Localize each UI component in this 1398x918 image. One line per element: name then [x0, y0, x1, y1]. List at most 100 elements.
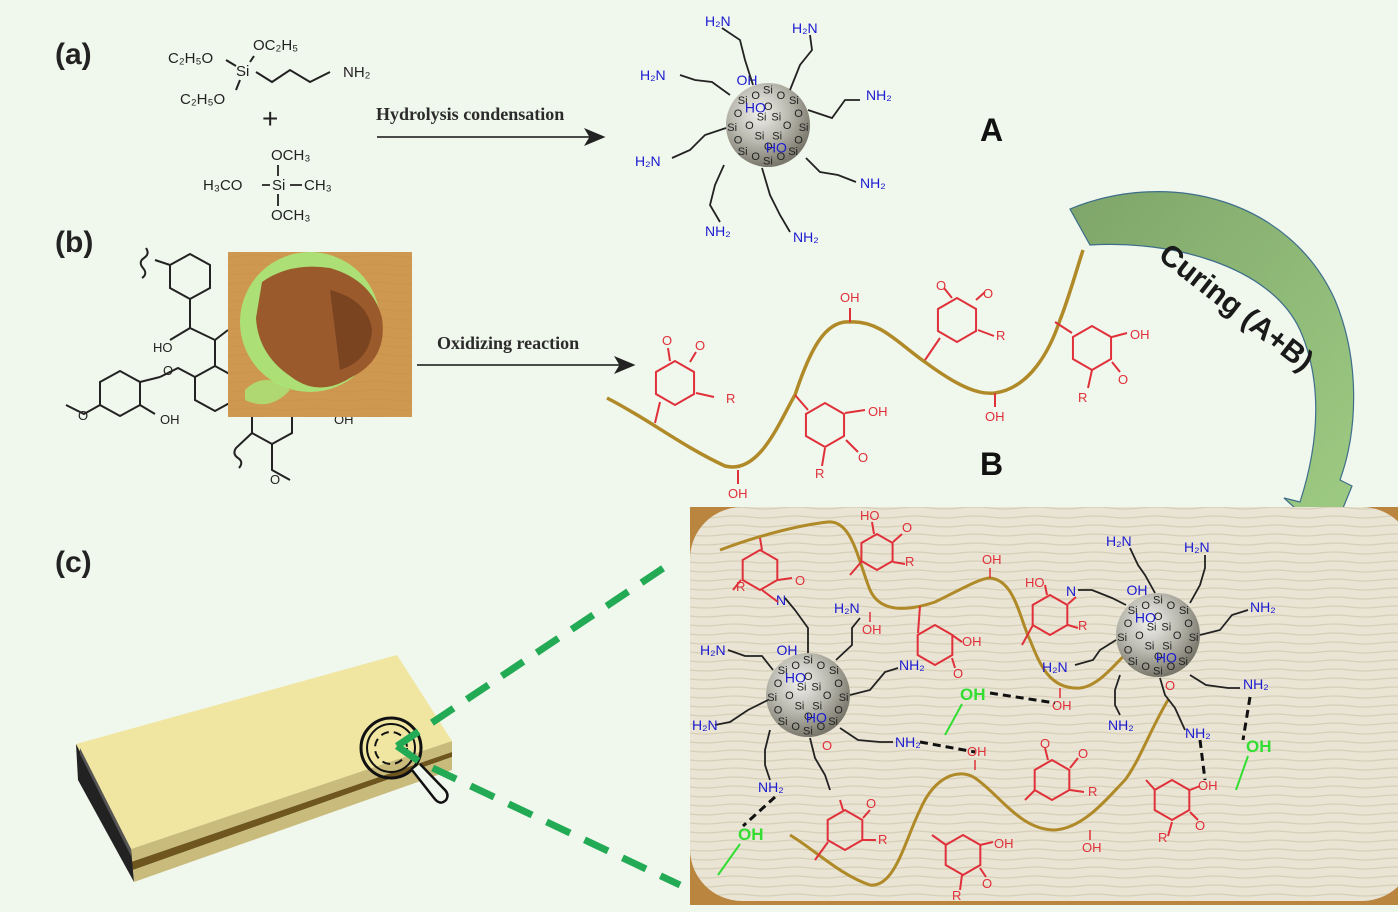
amine-group: NH₂ — [1185, 725, 1211, 741]
plus-sign: + — [262, 103, 278, 134]
amine-group: NH₂ — [705, 223, 731, 239]
quinone-bond — [1069, 757, 1079, 769]
propyl-arm — [809, 737, 831, 791]
o-atom: O — [804, 671, 813, 683]
quinone-bond — [667, 347, 671, 362]
o-atom: O — [777, 151, 786, 163]
quinone-ring — [860, 532, 894, 572]
plywood-laminate — [76, 655, 452, 882]
propyl-arm — [1159, 677, 1186, 731]
o-atom: O — [774, 705, 783, 717]
quinone-atom: R — [996, 328, 1005, 343]
amine-group: H₂N — [700, 642, 726, 658]
network-backbone-bottom — [789, 699, 1170, 887]
quinone-atom: R — [1158, 830, 1167, 845]
quinone-ring — [654, 359, 696, 407]
quinone-atom: O — [1195, 818, 1205, 833]
quinone-bond — [979, 867, 987, 878]
backbone-oh: OH — [840, 290, 860, 305]
aptes-molecule: C₂H₅O OC₂H₅ Si C₂H₅O NH₂ — [168, 37, 371, 108]
aptes-amine: NH₂ — [343, 64, 371, 81]
si-atom: Si — [778, 716, 788, 728]
hydrogen-bond — [1241, 696, 1252, 741]
si-atom: Si — [772, 131, 782, 143]
quinone-bond — [862, 809, 871, 819]
propyl-arm — [761, 167, 791, 233]
quinone-bond — [1145, 779, 1156, 791]
quinone-atom: O — [1118, 372, 1128, 387]
quinone-bond — [689, 351, 697, 363]
amine-group: NH₂ — [793, 229, 819, 245]
quinone-atom: R — [726, 391, 735, 406]
poss-ho: HO — [766, 139, 787, 155]
lignin-ether-o: O — [163, 363, 173, 378]
o-atom: O — [751, 151, 760, 163]
quinone-bond — [931, 834, 947, 846]
quinone-atom: HO — [860, 508, 880, 523]
quinone-atom: R — [736, 579, 745, 594]
si-atom: Si — [828, 716, 838, 728]
poss-sphere — [766, 653, 850, 737]
backbone-oh: OH — [985, 409, 1005, 424]
lignin-oh-1: HO — [153, 340, 173, 355]
quinone-bond — [759, 537, 763, 551]
quinone-atom: O — [982, 876, 992, 891]
si-atom: Si — [803, 654, 813, 666]
o-atom: O — [817, 660, 826, 672]
si-atom: Si — [767, 692, 777, 704]
quinone-bond — [1044, 747, 1049, 761]
substrate-hydroxyl: OH — [1246, 737, 1272, 756]
quinone-ring — [936, 296, 978, 344]
si-atom: Si — [1147, 622, 1157, 634]
si-atom: Si — [1189, 632, 1199, 644]
panel-label-c: (c) — [55, 546, 92, 579]
amine-group: H₂N — [1042, 659, 1068, 675]
product-label-B: B — [980, 446, 1004, 482]
poss-oh: OH — [777, 642, 798, 658]
si-atom: Si — [763, 156, 773, 168]
o-atom: O — [1141, 661, 1150, 673]
quinone-atom: R — [1078, 390, 1087, 405]
quinone-bond — [917, 605, 921, 634]
quinone-bond — [845, 439, 859, 453]
o-atom: O — [1154, 611, 1163, 623]
o-atom: O — [734, 135, 743, 147]
si-atom: Si — [778, 665, 788, 677]
amine-group: NH₂ — [860, 175, 886, 191]
propyl-arm — [849, 667, 899, 696]
si-atom: Si — [1162, 641, 1172, 653]
hydrogen-bond — [1198, 739, 1207, 781]
amine-group: N — [1066, 583, 1076, 599]
o-atom: O — [734, 108, 743, 120]
mtms-molecule: OCH₃ H₃CO Si CH₃ OCH₃ — [203, 147, 332, 224]
quinone-bond — [892, 561, 906, 565]
propyl-arm — [839, 727, 893, 743]
poss-sphere — [726, 83, 810, 167]
poss-oh: OH — [737, 72, 758, 88]
quinone-bond — [821, 447, 826, 467]
amine-group: H₂N — [1184, 539, 1210, 555]
network-backbone-oh: OH — [862, 622, 882, 637]
lignin-oh-4: OH — [160, 412, 180, 427]
quinone-bond — [979, 841, 994, 846]
amine-group: N — [776, 592, 786, 608]
si-atom: Si — [789, 95, 799, 107]
quinone-bond — [1067, 624, 1079, 629]
quinone-ring — [804, 401, 846, 449]
si-atom: Si — [795, 701, 805, 713]
amine-group: NH₂ — [1243, 676, 1269, 692]
quinone-atom: O — [902, 520, 912, 535]
quinone-bond — [892, 533, 903, 543]
hydrogen-bond — [919, 740, 976, 754]
substrate-bond — [717, 843, 741, 876]
zoom-line-top — [395, 562, 670, 749]
quinone-bond — [654, 401, 661, 424]
quinone-bond — [924, 337, 941, 361]
quinone-atom: OH — [1130, 327, 1150, 342]
o-atom: O — [834, 678, 843, 690]
si-atom: Si — [799, 122, 809, 134]
substrate-hydroxyl: OH — [738, 825, 764, 844]
magnifier-icon — [359, 716, 449, 804]
si-atom: Si — [803, 726, 813, 738]
